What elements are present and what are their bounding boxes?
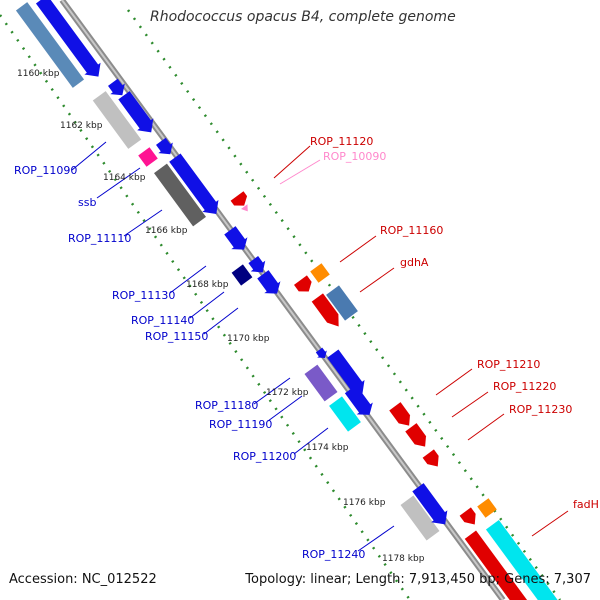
leader-line [359, 267, 395, 293]
gene-block[interactable] [459, 507, 481, 528]
leader-line [267, 395, 303, 422]
gene-label[interactable]: ROP_11150 [145, 330, 208, 343]
gene-block[interactable] [464, 530, 535, 600]
gene-block[interactable] [92, 91, 142, 149]
gene-label[interactable]: ROP_11230 [509, 403, 572, 416]
gene-block[interactable] [314, 346, 330, 361]
gene-label[interactable]: ROP_11200 [233, 450, 296, 463]
gene-label[interactable]: fadH [573, 498, 599, 511]
leader-line [169, 265, 207, 294]
gene-block[interactable] [294, 275, 315, 296]
gene-label[interactable]: ssb [78, 196, 96, 209]
gene-block[interactable] [154, 163, 206, 227]
scale-label: 1176 kbp [343, 498, 386, 508]
gene-block[interactable] [241, 204, 251, 214]
gene-label[interactable]: ROP_11190 [209, 418, 272, 431]
gene-label[interactable]: ROP_11120 [310, 135, 373, 148]
gene-block[interactable] [325, 348, 371, 400]
gene-block[interactable] [477, 498, 497, 518]
leader-line [253, 377, 291, 405]
gene-block[interactable] [304, 364, 338, 402]
leader-line [357, 525, 395, 552]
gene-block[interactable] [342, 383, 377, 421]
scale-label: 1166 kbp [145, 226, 188, 236]
gene-block[interactable] [154, 136, 178, 160]
gene-label[interactable]: ROP_11160 [380, 224, 443, 237]
tick-guide-right [126, 9, 562, 600]
gene-block[interactable] [400, 495, 440, 541]
leader-line [467, 413, 505, 441]
scale-label: 1164 kbp [103, 173, 146, 183]
gene-label[interactable]: ROP_11220 [493, 380, 556, 393]
gene-block[interactable] [422, 449, 444, 470]
scale-label: 1170 kbp [227, 334, 270, 344]
leader-line [273, 145, 311, 179]
gene-block[interactable] [246, 254, 270, 278]
gene-block[interactable] [311, 293, 345, 330]
scale-label: 1178 kbp [382, 554, 425, 564]
gene-block[interactable] [255, 268, 285, 299]
gene-block[interactable] [405, 423, 430, 451]
gene-label[interactable]: gdhA [400, 256, 429, 269]
gene-block[interactable] [34, 0, 107, 83]
gene-label[interactable]: ROP_11140 [131, 314, 194, 327]
leader-line [123, 209, 163, 237]
leader-line [71, 141, 107, 171]
gene-label[interactable]: ROP_11240 [302, 548, 365, 561]
gene-block[interactable] [15, 2, 85, 88]
gene-label[interactable]: ROP_10090 [323, 150, 386, 163]
gene-block[interactable] [116, 89, 159, 138]
scale-label: 1168 kbp [186, 280, 229, 290]
gene-block[interactable] [167, 152, 225, 220]
gene-label[interactable]: ROP_11110 [68, 232, 131, 245]
map-title: Rhodococcus opacus B4, complete genome [150, 9, 456, 25]
gene-label[interactable]: ROP_11090 [14, 164, 77, 177]
leader-line [203, 307, 239, 335]
gene-label[interactable]: ROP_11210 [477, 358, 540, 371]
gene-block[interactable] [485, 519, 559, 600]
gene-block[interactable] [410, 481, 453, 530]
gene-block[interactable] [231, 264, 253, 286]
leader-line [189, 291, 225, 319]
gene-block[interactable] [230, 191, 251, 210]
gene-block[interactable] [310, 263, 330, 283]
gene-block[interactable] [222, 224, 252, 255]
scale-label: 1172 kbp [266, 388, 309, 398]
gene-block[interactable] [106, 77, 130, 101]
topology-label: Topology: linear; Length: 7,913,450 bp; … [245, 572, 591, 587]
accession-label: Accession: NC_012522 [9, 572, 157, 587]
leader-line [293, 427, 329, 455]
gene-label[interactable]: ROP_11180 [195, 399, 258, 412]
leader-line [435, 368, 473, 396]
scale-label: 1160 kbp [17, 69, 60, 79]
leader-line [531, 510, 569, 537]
gene-label[interactable]: ROP_11130 [112, 289, 175, 302]
leader-line [279, 159, 321, 185]
gene-block[interactable] [138, 147, 158, 167]
scale-label: 1162 kbp [60, 121, 103, 131]
gene-block[interactable] [329, 396, 361, 432]
scale-label: 1174 kbp [306, 443, 349, 453]
gene-block[interactable] [389, 402, 414, 430]
leader-line [339, 235, 377, 263]
gene-block[interactable] [326, 285, 358, 321]
leader-line [451, 391, 489, 418]
leader-line [96, 167, 141, 199]
